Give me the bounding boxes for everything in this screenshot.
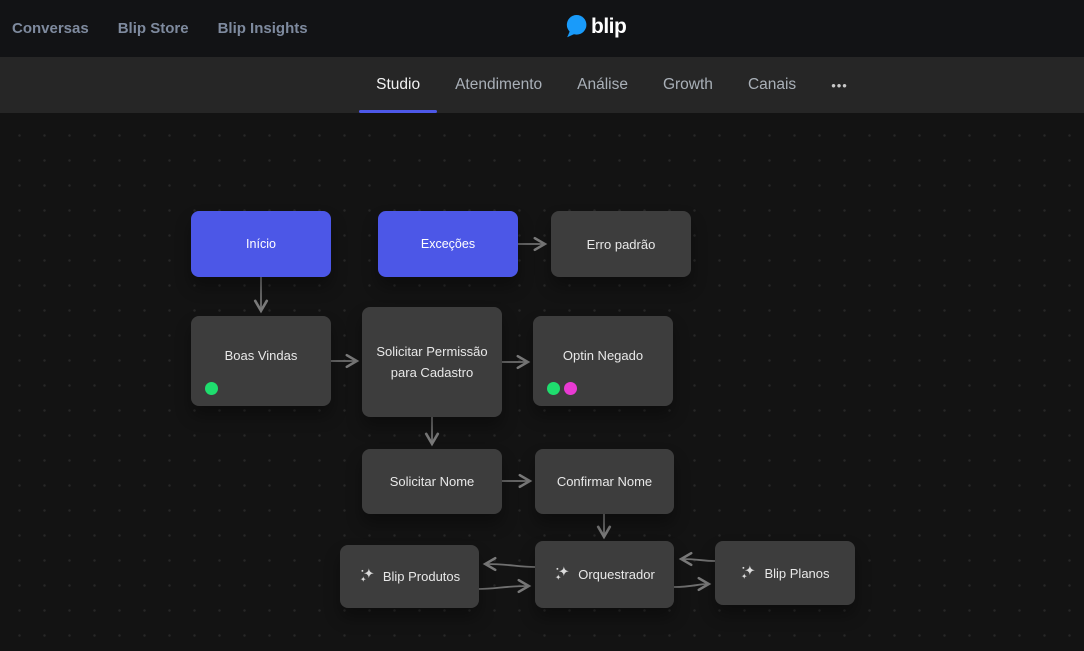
node-label: Erro padrão (586, 236, 656, 252)
node-tags (547, 382, 577, 395)
flow-node-blip-planos[interactable]: Blip Planos (715, 541, 855, 605)
ai-sparkle-icon (741, 564, 756, 579)
flow-edge-produtos-orquestrador (477, 578, 532, 594)
flow-node-confirmar-nome[interactable]: Confirmar Nome (535, 449, 674, 514)
flow-edge-planos-orquestrador (678, 551, 716, 567)
node-label: Blip Planos (764, 565, 830, 581)
flow-node-inicio[interactable]: Início (191, 211, 331, 277)
node-label: Blip Produtos (382, 569, 461, 584)
topbar-item-blip-store[interactable]: Blip Store (117, 20, 189, 37)
tag-dot-magenta (564, 382, 577, 395)
topbar-nav: Conversas Blip Store Blip Insights (12, 20, 308, 37)
blip-balloon-icon (566, 15, 587, 38)
tab-studio[interactable]: Studio (359, 57, 438, 113)
node-label: Optin Negado (562, 348, 644, 363)
node-label: Solicitar Nome (389, 474, 475, 489)
flow-canvas[interactable]: Início Exceções Erro padrão Boas Vindas … (0, 113, 1084, 651)
tab-growth[interactable]: Growth (662, 76, 713, 93)
blip-logo[interactable]: blip (562, 13, 627, 40)
node-label: Confirmar Nome (556, 474, 653, 489)
tag-dot-green (205, 382, 218, 395)
node-tags (205, 382, 218, 395)
topbar-item-conversas[interactable]: Conversas (12, 20, 89, 37)
tab-atendimento[interactable]: Atendimento (455, 76, 543, 93)
tabs-more-icon[interactable]: ••• (831, 77, 848, 93)
flow-node-excecoes[interactable]: Exceções (378, 211, 518, 277)
flow-edge-orquestrador-produtos (482, 556, 536, 572)
flow-node-erro-padrao[interactable]: Erro padrão (551, 211, 691, 277)
node-label: Orquestrador (578, 567, 655, 582)
node-label: Boas Vindas (224, 348, 298, 363)
blip-logo-text: blip (591, 14, 627, 38)
node-label: Solicitar Permissão para Cadastro (376, 344, 488, 380)
tag-dot-green (547, 382, 560, 395)
node-label: Início (246, 236, 276, 251)
node-label: Exceções (420, 236, 476, 251)
ai-sparkle-icon (555, 566, 570, 580)
flow-node-blip-produtos[interactable]: Blip Produtos (340, 545, 479, 608)
flow-node-boas-vindas[interactable]: Boas Vindas (191, 316, 331, 406)
topbar-item-blip-insights[interactable]: Blip Insights (217, 20, 308, 37)
flow-node-optin-negado[interactable]: Optin Negado (533, 316, 673, 406)
flow-edges (253, 236, 716, 594)
flow-node-solicitar-permissao[interactable]: Solicitar Permissão para Cadastro (362, 307, 502, 417)
topbar: Conversas Blip Store Blip Insights blip (0, 0, 1084, 57)
flow-edge-orquestrador-planos (673, 576, 712, 592)
ai-sparkle-icon (360, 568, 374, 582)
tab-canais[interactable]: Canais (747, 76, 797, 93)
flow-node-orquestrador[interactable]: Orquestrador (535, 541, 674, 608)
tabbar: Studio Atendimento Análise Growth Canais… (0, 57, 1084, 113)
flow-node-solicitar-nome[interactable]: Solicitar Nome (362, 449, 502, 514)
tab-analise[interactable]: Análise (577, 76, 628, 93)
